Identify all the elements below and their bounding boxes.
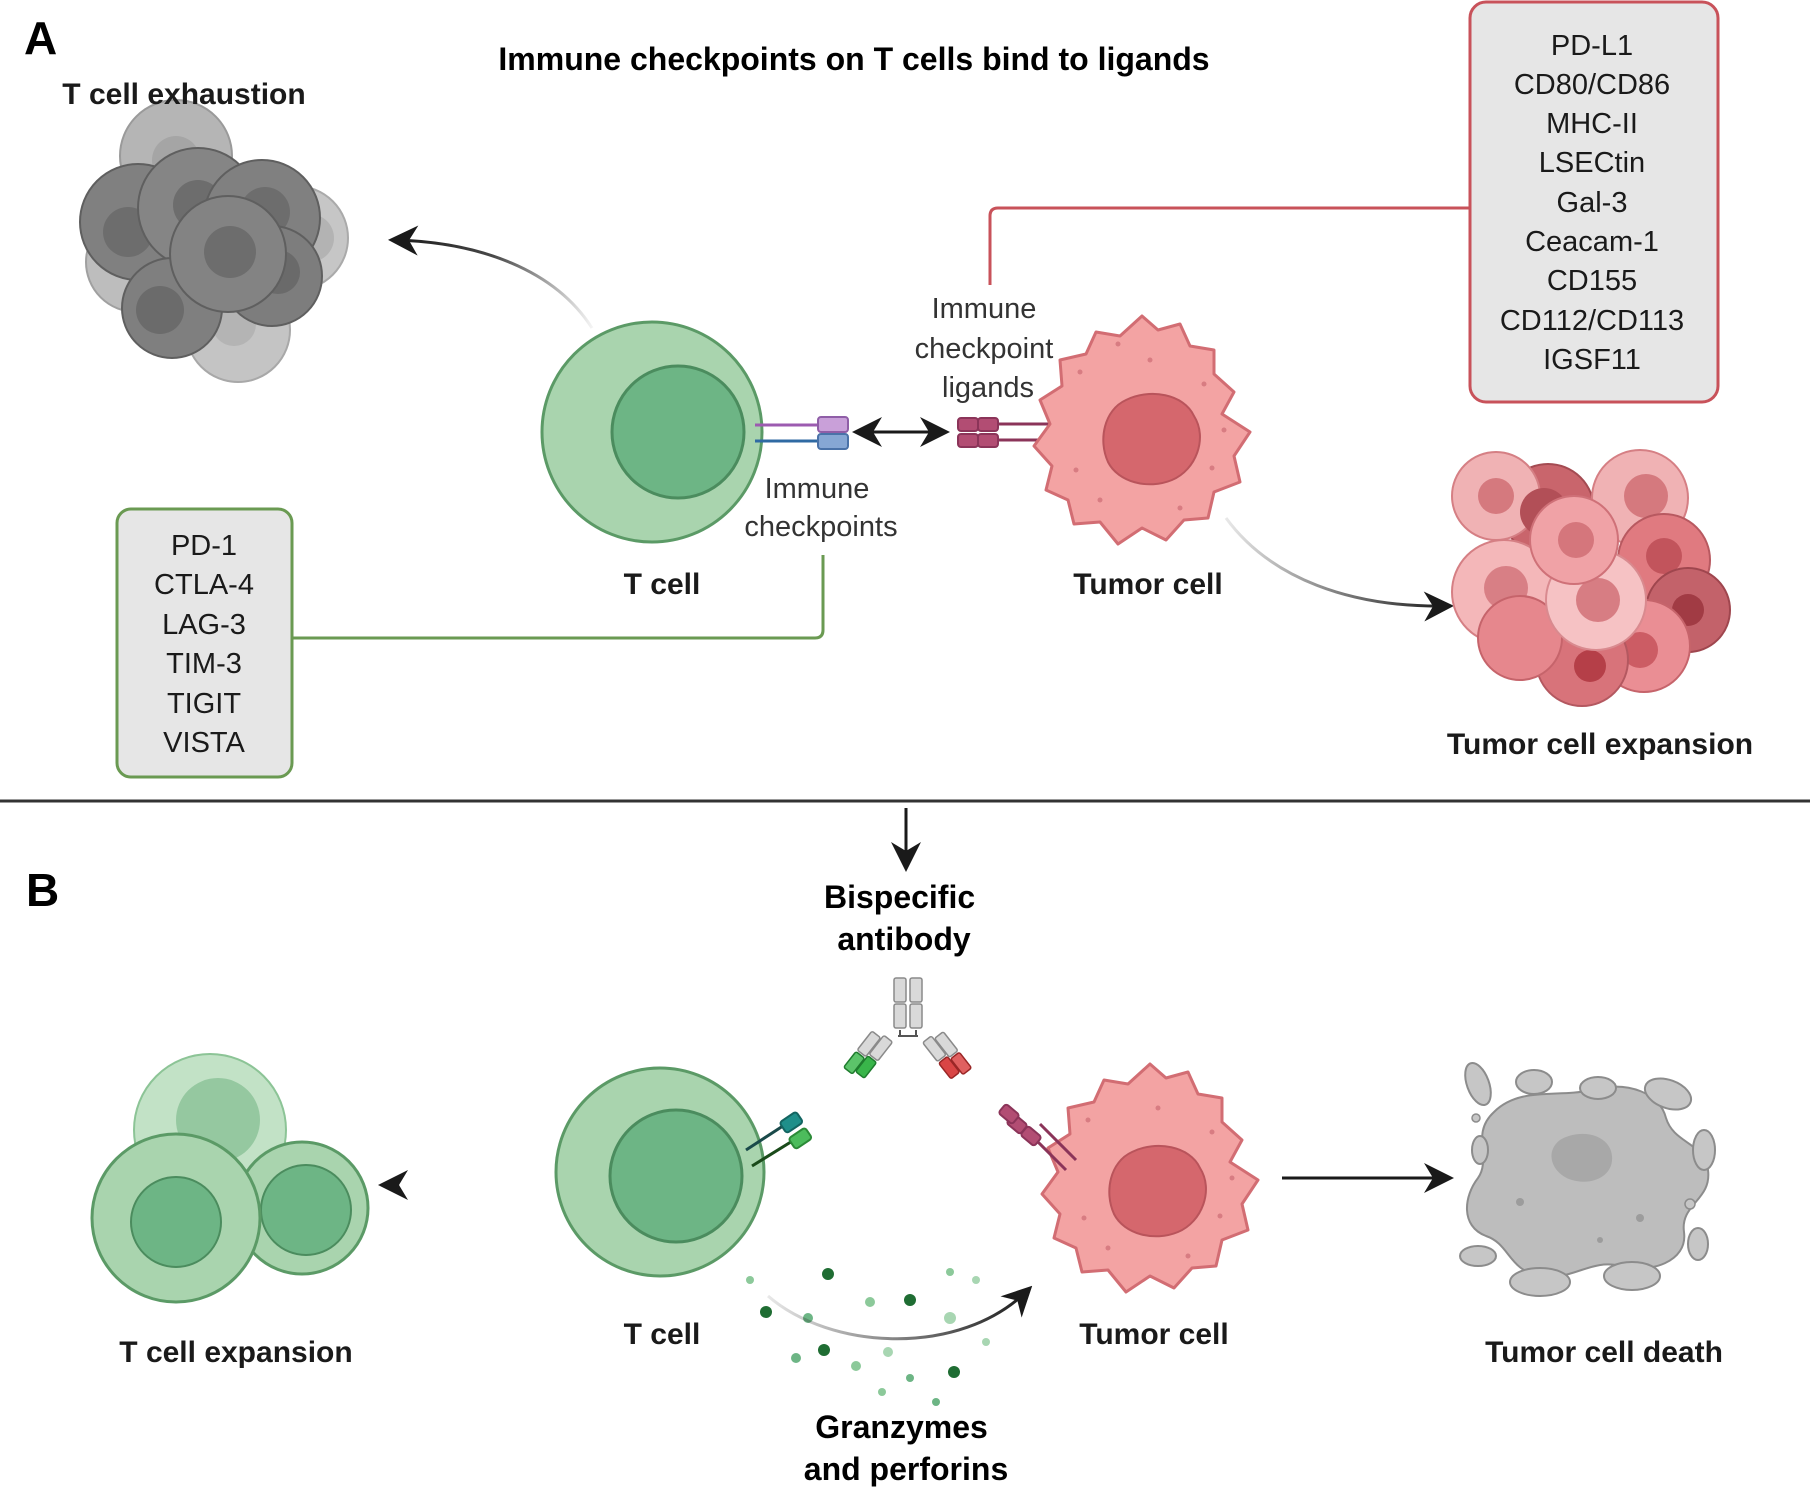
checkpoint-connector	[293, 555, 825, 640]
ligand-item: CD155	[1547, 265, 1637, 297]
checkpoint-list-box	[115, 507, 294, 779]
exhausted-t-cell-cluster	[79, 99, 349, 383]
tumor-cell-expansion-label: Tumor cell expansion	[1447, 728, 1753, 761]
ligand-item: CD112/CD113	[1500, 305, 1684, 337]
ligand-list: PD-L1 CD80/CD86 MHC-II LSECtin Gal-3 Cea…	[1500, 30, 1684, 376]
panel-b-letter: B	[26, 864, 59, 916]
tumor-cell-b-label: Tumor cell	[1079, 1318, 1228, 1351]
panel-a-title: Immune checkpoints on T cells bind to li…	[498, 41, 1209, 77]
immune-checkpoint-ligands-label: Immune checkpoint ligands	[915, 293, 1062, 404]
granzyme-arrow	[767, 1285, 1033, 1341]
tumor-expansion-cluster	[1451, 449, 1731, 707]
ligand-item: Ceacam-1	[1525, 226, 1659, 258]
ligand-item: PD-L1	[1551, 30, 1633, 62]
checkpoint-item: VISTA	[163, 727, 245, 759]
ligand-list-box	[1468, 0, 1720, 404]
checkpoint-item: PD-1	[171, 530, 237, 562]
ligand-item: CD80/CD86	[1514, 69, 1670, 101]
tumor-cell-b	[1040, 1062, 1260, 1294]
t-cell-expansion-label: T cell expansion	[119, 1336, 352, 1369]
checkpoint-list: PD-1 CTLA-4 LAG-3 TIM-3 TIGIT VISTA	[154, 530, 254, 759]
t-cell-a-label: T cell	[624, 568, 701, 601]
checkpoint-item: CTLA-4	[154, 569, 254, 601]
tumor-cell-a-label: Tumor cell	[1073, 568, 1222, 601]
t-cell-b	[554, 1066, 766, 1278]
ligand-item: IGSF11	[1543, 344, 1641, 376]
t-cell-b-label: T cell	[624, 1318, 701, 1351]
tumor-cell-death-label: Tumor cell death	[1485, 1336, 1723, 1369]
panel-a-letter: A	[24, 12, 57, 64]
granzymes-label: Granzymes and perforins	[804, 1409, 1008, 1487]
tumor-cell-death-debris	[1459, 1061, 1716, 1297]
ligand-item: MHC-II	[1546, 108, 1638, 140]
t-cell-expansion-cluster	[90, 1053, 370, 1304]
checkpoint-receptor	[755, 416, 849, 450]
bispecific-antibody-icon	[843, 977, 972, 1079]
bispecific-antibody-label: Bispecific antibody	[824, 879, 984, 957]
t-cell-a	[540, 320, 764, 544]
arrow-to-tumor-expansion	[1224, 517, 1454, 622]
checkpoint-item: TIGIT	[167, 688, 241, 720]
immune-checkpoints-label: Immune checkpoints	[744, 473, 897, 543]
checkpoint-item: LAG-3	[162, 609, 246, 641]
tumor-cell-a	[1032, 314, 1252, 546]
ligand-item: Gal-3	[1557, 187, 1628, 219]
t-cell-b-receptor	[745, 1111, 813, 1168]
t-cell-exhaustion-label: T cell exhaustion	[62, 78, 305, 111]
checkpoint-item: TIM-3	[166, 648, 242, 680]
ligand-connector	[988, 206, 1470, 285]
checkpoint-ligand	[957, 417, 1056, 448]
arrow-to-exhaustion	[388, 225, 594, 329]
granzyme-dots	[746, 1268, 990, 1406]
tumor-cell-b-ligand	[998, 1103, 1078, 1172]
ligand-item: LSECtin	[1539, 147, 1645, 179]
